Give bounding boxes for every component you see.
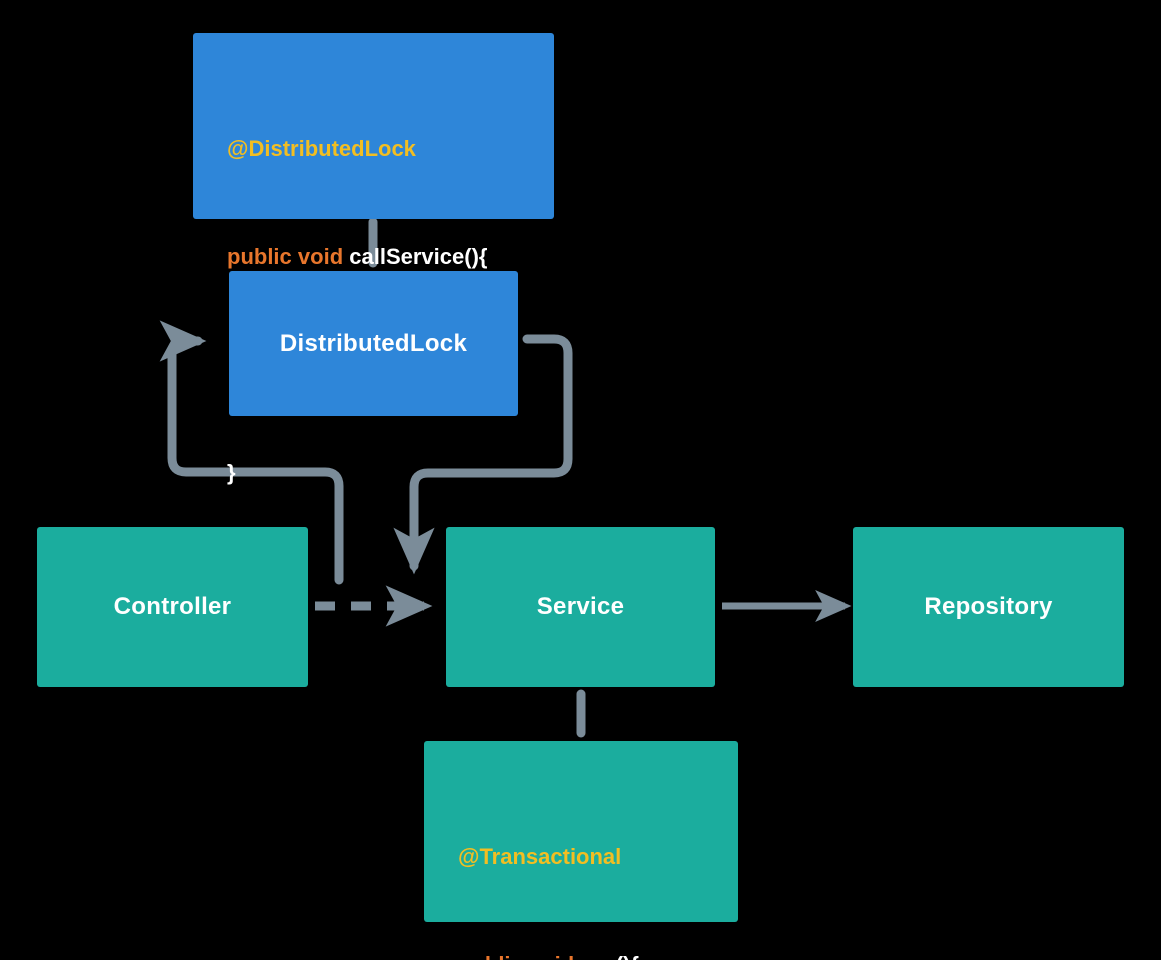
node-controller[interactable]: Controller <box>37 527 308 687</box>
node-label: DistributedLock <box>279 329 468 357</box>
code-line: public void callService(){ <box>227 239 487 275</box>
node-label: Repository <box>924 593 1053 620</box>
code-token: void <box>297 244 344 269</box>
node-transactional-code[interactable]: @Transactional public void run(){ //do s… <box>424 741 738 960</box>
code-line: @Transactional <box>458 839 648 875</box>
code-token: public <box>458 952 523 960</box>
node-service[interactable]: Service <box>446 527 715 687</box>
node-repository[interactable]: Repository <box>853 527 1124 687</box>
code-token: public <box>227 244 292 269</box>
code-line: public void run(){ <box>458 947 648 960</box>
code-line: @DistributedLock <box>227 131 487 167</box>
node-lock-code[interactable]: @DistributedLock public void callService… <box>193 33 554 485</box>
code-token: } <box>227 460 236 485</box>
code-token: run(){ <box>580 952 639 960</box>
code-token: @Transactional <box>458 844 622 869</box>
code-token: callService(){ <box>349 244 488 269</box>
code-line: } <box>227 455 487 491</box>
code-token: @DistributedLock <box>227 136 416 161</box>
node-label: Service <box>536 593 625 620</box>
code-token: void <box>529 952 574 960</box>
transactional-code-text: @Transactional public void run(){ //do s… <box>424 741 648 960</box>
node-distributed-lock[interactable]: DistributedLock <box>229 271 518 416</box>
node-label: Controller <box>113 593 232 620</box>
